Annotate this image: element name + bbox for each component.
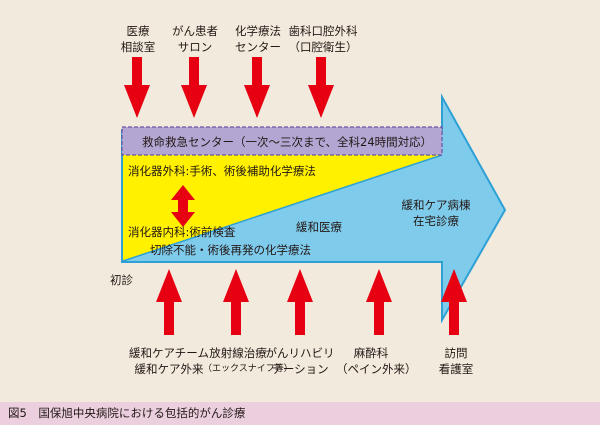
down-arrow bbox=[181, 57, 207, 118]
palliative-care-label: 緩和医療 bbox=[296, 220, 342, 234]
bottom-label-rehab: がんリハビリテーション bbox=[265, 346, 335, 376]
up-arrow bbox=[223, 269, 249, 335]
down-arrow bbox=[244, 57, 270, 118]
caption-text: 図5 国保旭中央病院における包括的がん診療 bbox=[8, 406, 246, 420]
emergency-bar bbox=[121, 126, 443, 156]
up-arrow bbox=[366, 269, 392, 335]
top-label-dental: 歯科口腔外科（口腔衛生） bbox=[288, 24, 358, 54]
down-arrow bbox=[308, 57, 334, 118]
surgery-label: 消化器外科:手術、術後補助化学療法 bbox=[128, 164, 316, 178]
bottom-label-palliative-team: 緩和ケアチーム緩和ケア外来 bbox=[129, 346, 209, 376]
bottom-label-home-nursing: 訪問看護室 bbox=[438, 346, 474, 376]
top-label-chemo-center: 化学療法センター bbox=[235, 24, 281, 54]
figure-caption: 図5 国保旭中央病院における包括的がん診療 bbox=[0, 402, 600, 425]
double-arrow-icon bbox=[171, 185, 195, 227]
bottom-label-anesthesia: 麻酔科（ペイン外来） bbox=[336, 346, 417, 376]
chemotherapy-label: 切除不能・術後再発の化学療法 bbox=[150, 243, 311, 257]
down-arrow bbox=[124, 57, 150, 118]
up-arrow bbox=[287, 269, 313, 335]
bottom-label-radiation: 放射線治療（エックスナイフ等） bbox=[203, 346, 293, 374]
up-arrow bbox=[441, 269, 467, 335]
top-label-salon: がん患者サロン bbox=[172, 24, 218, 54]
care-flow-diagram bbox=[121, 57, 507, 335]
up-arrow bbox=[156, 269, 182, 335]
internal-medicine-label: 消化器内科:術前検査 bbox=[128, 225, 236, 239]
palliative-ward-label: 緩和ケア病棟在宅診療 bbox=[401, 198, 471, 228]
emergency-bar-label: 救命救急センター（一次〜三次まで、全科24時間対応） bbox=[142, 135, 433, 149]
first-visit-label: 初診 bbox=[110, 273, 133, 287]
top-label-consult: 医療相談室 bbox=[120, 24, 156, 54]
